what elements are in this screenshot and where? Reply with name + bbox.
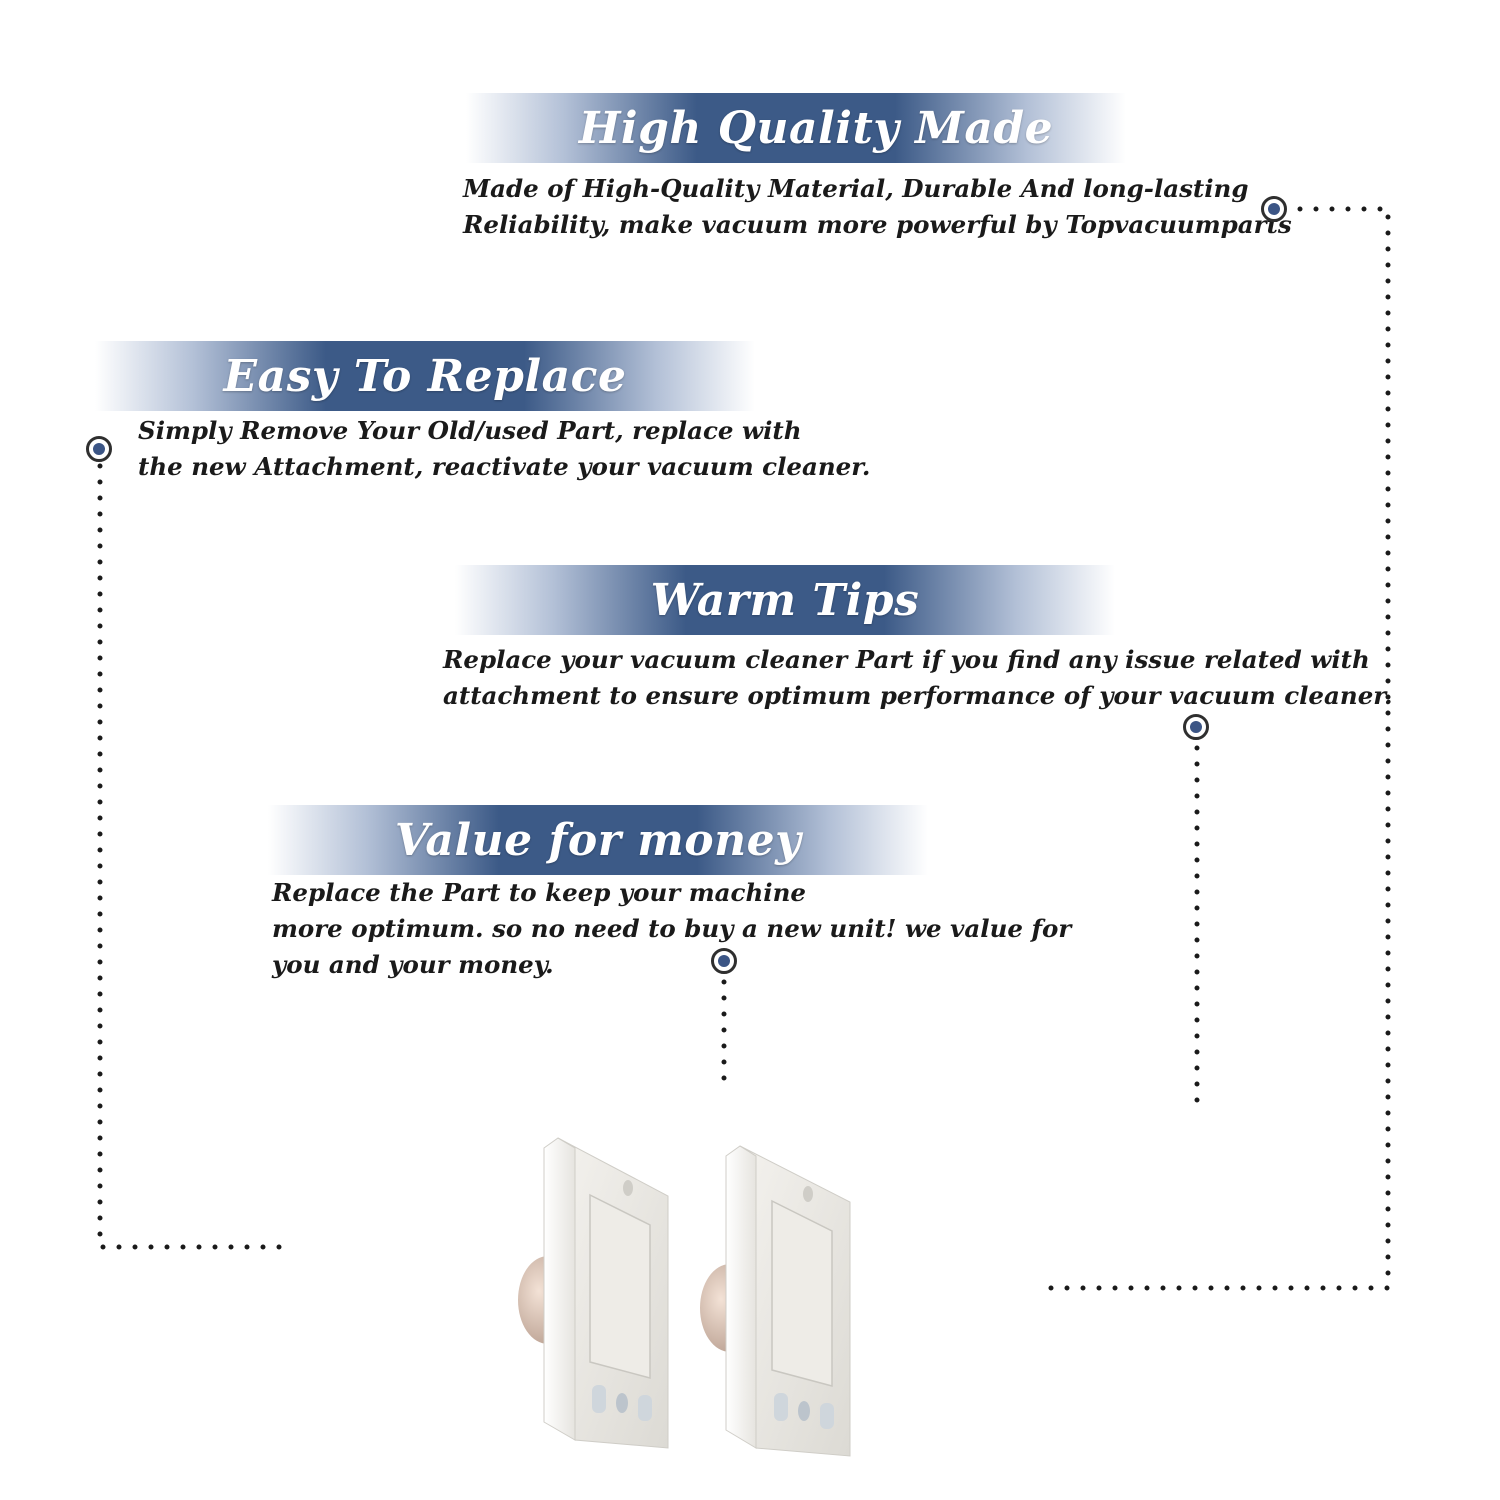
desc-line: attachment to ensure optimum performance… <box>443 681 1393 710</box>
desc-line: Made of High-Quality Material, Durable A… <box>463 174 1249 203</box>
desc-line: more optimum. so no need to buy a new un… <box>272 914 1072 943</box>
desc-warm-tips: Replace your vacuum cleaner Part if you … <box>443 642 1392 714</box>
banner-warm-tips: Warm Tips <box>455 565 1115 635</box>
marker-high-quality-icon <box>1261 196 1287 222</box>
desc-line: Simply Remove Your Old/used Part, replac… <box>138 416 802 445</box>
desc-high-quality: Made of High-Quality Material, Durable A… <box>463 171 1292 243</box>
title-high-quality: High Quality Made <box>578 102 1054 154</box>
desc-line: Replace the Part to keep your machine <box>272 878 806 907</box>
title-value: Value for money <box>394 814 802 866</box>
desc-line: Replace your vacuum cleaner Part if you … <box>443 645 1370 674</box>
title-easy-replace: Easy To Replace <box>223 350 627 402</box>
desc-line: Reliability, make vacuum more powerful b… <box>463 210 1292 239</box>
desc-value: Replace the Part to keep your machine mo… <box>272 875 1071 983</box>
banner-high-quality: High Quality Made <box>466 93 1126 163</box>
marker-easy-replace-icon <box>86 436 112 462</box>
desc-line: you and your money. <box>272 950 554 979</box>
valve-right <box>700 1145 851 1457</box>
desc-line: the new Attachment, reactivate your vacu… <box>138 452 871 481</box>
marker-warm-tips-icon <box>1183 714 1209 740</box>
banner-value: Value for money <box>268 805 928 875</box>
marker-value-icon <box>711 948 737 974</box>
desc-easy-replace: Simply Remove Your Old/used Part, replac… <box>138 413 870 485</box>
title-warm-tips: Warm Tips <box>650 574 920 626</box>
valve-left <box>518 1137 669 1449</box>
banner-easy-replace: Easy To Replace <box>95 341 755 411</box>
connector-high-quality <box>1035 206 1391 1291</box>
connector-easy-replace <box>97 463 298 1250</box>
